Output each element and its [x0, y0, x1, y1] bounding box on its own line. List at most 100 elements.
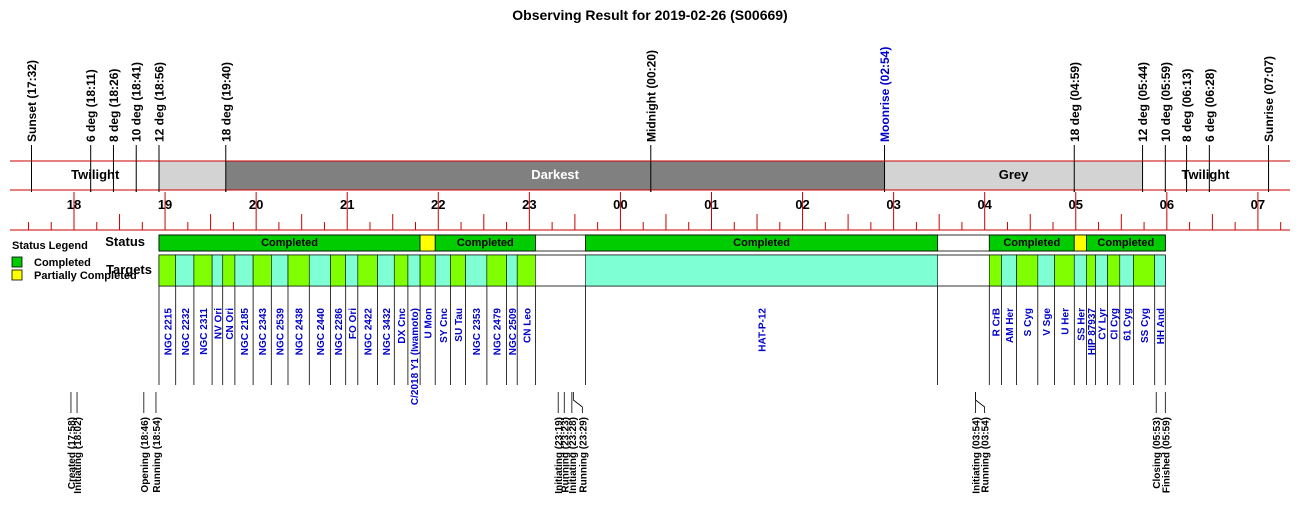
band-0	[31, 161, 159, 190]
target-block-20	[486, 254, 507, 287]
target-name-20: NGC 2479	[493, 308, 504, 356]
target-block-28	[1054, 254, 1075, 287]
target-name-7: NGC 2539	[276, 308, 287, 356]
event-label-6: Midnight (00:20)	[644, 50, 658, 142]
event-label-7: Moonrise (02:54)	[878, 47, 892, 142]
band-4	[1142, 161, 1269, 190]
log-label-11: Finished (05:59)	[1161, 417, 1172, 493]
target-block-34	[1133, 254, 1155, 287]
target-name-16: U Mon	[424, 308, 435, 339]
target-name-23: HAT-P-12	[758, 308, 769, 352]
target-block-11	[345, 254, 359, 287]
target-block-16	[419, 254, 436, 287]
target-name-3: NV Ori	[213, 308, 224, 339]
row-label-status: Status	[105, 234, 145, 249]
band-label-0: Twilight	[71, 167, 120, 182]
log-label-3: Running (18:54)	[152, 417, 163, 493]
target-name-5: NGC 2185	[240, 308, 251, 356]
target-name-19: NGC 2353	[472, 308, 483, 356]
target-block-26	[1016, 254, 1039, 287]
status-segment-3	[585, 234, 939, 252]
target-name-33: 61 Cyg	[1123, 308, 1134, 341]
event-label-3: 10 deg (18:41)	[130, 62, 144, 142]
target-name-34: SS Cyg	[1140, 308, 1151, 343]
target-block-32	[1107, 254, 1121, 287]
status-segment-6	[1085, 234, 1166, 252]
log-label-8: Initiating (03:54)	[972, 417, 983, 494]
target-name-26: S Cyg	[1023, 308, 1034, 336]
target-block-4	[222, 254, 236, 287]
log-label-1: Initiating (18:02)	[73, 417, 84, 494]
target-name-11: FO Ori	[348, 308, 359, 339]
legend-title: Status Legend	[12, 240, 88, 252]
band-label-3: Grey	[999, 167, 1029, 182]
target-block-9	[308, 254, 331, 287]
target-block-29	[1073, 254, 1087, 287]
target-name-18: SU Tau	[454, 308, 465, 342]
target-block-12	[357, 254, 378, 287]
target-block-21	[506, 254, 518, 287]
target-block-3	[211, 254, 224, 287]
band-label-2: Darkest	[531, 167, 579, 182]
target-name-6: NGC 2343	[258, 308, 269, 356]
target-name-30: HIP 87937	[1087, 308, 1098, 356]
target-name-12: NGC 2422	[364, 308, 375, 356]
event-label-11: 8 deg (06:13)	[1180, 69, 1194, 142]
sky-events: Sunset (17:32)6 deg (18:11)8 deg (18:26)…	[25, 47, 1276, 192]
target-block-0	[158, 254, 176, 287]
status-segment-1	[419, 234, 436, 252]
target-block-2	[193, 254, 213, 287]
target-block-24	[988, 254, 1002, 287]
log-label-7: Running (23:29)	[578, 417, 589, 493]
target-name-1: NGC 2232	[181, 308, 192, 356]
target-block-7	[271, 254, 289, 287]
status-label-3: Completed	[733, 237, 790, 249]
status-label-0: Completed	[261, 237, 318, 249]
target-name-10: NGC 2286	[334, 308, 345, 356]
status-label-2: Completed	[457, 237, 514, 249]
target-block-27	[1037, 254, 1055, 287]
target-name-0: NGC 2215	[163, 308, 174, 356]
event-label-10: 10 deg (05:59)	[1159, 62, 1173, 142]
event-label-12: 6 deg (06:28)	[1203, 69, 1217, 142]
target-block-23	[585, 254, 938, 287]
target-block-18	[450, 254, 466, 287]
legend-label-0: Completed	[34, 257, 91, 269]
target-block-15	[407, 254, 421, 287]
log-label-5: Running (23:23)	[560, 417, 571, 493]
band-2	[225, 161, 885, 190]
target-block-31	[1095, 254, 1108, 287]
event-label-13: Sunrise (07:07)	[1262, 56, 1276, 142]
target-block-13	[377, 254, 395, 287]
band-3	[884, 161, 1143, 190]
event-label-5: 18 deg (19:40)	[219, 62, 233, 142]
band-1	[158, 161, 226, 190]
log-label-6: Initiating (23:28)	[568, 417, 579, 494]
target-name-22: CN Leo	[522, 308, 533, 343]
status-label-4: Completed	[1003, 237, 1060, 249]
target-name-4: CN Ori	[225, 308, 236, 340]
event-label-0: Sunset (17:32)	[25, 60, 39, 142]
event-label-2: 8 deg (18:26)	[107, 69, 121, 142]
target-name-28: U Her	[1060, 308, 1071, 335]
target-name-31: CY Lyr	[1098, 308, 1109, 340]
log-label-10: Closing (05:53)	[1152, 417, 1163, 489]
target-name-27: V Sge	[1042, 308, 1053, 336]
chart-title: Observing Result for 2019-02-26 (S00669)	[512, 7, 787, 23]
target-name-8: NGC 2438	[295, 308, 306, 356]
target-block-6	[252, 254, 272, 287]
status-segment-5	[1073, 234, 1087, 252]
log-label-0: Created (17:58)	[67, 417, 78, 489]
event-label-4: 12 deg (18:56)	[152, 62, 166, 142]
target-name-25: AM Her	[1005, 308, 1016, 343]
target-name-13: NGC 3432	[382, 308, 393, 356]
log-label-9: Running (03:54)	[981, 417, 992, 493]
log-label-2: Opening (18:46)	[140, 417, 151, 493]
log-label-4: Initiating (23:19)	[554, 417, 565, 494]
event-label-8: 18 deg (04:59)	[1068, 62, 1082, 142]
